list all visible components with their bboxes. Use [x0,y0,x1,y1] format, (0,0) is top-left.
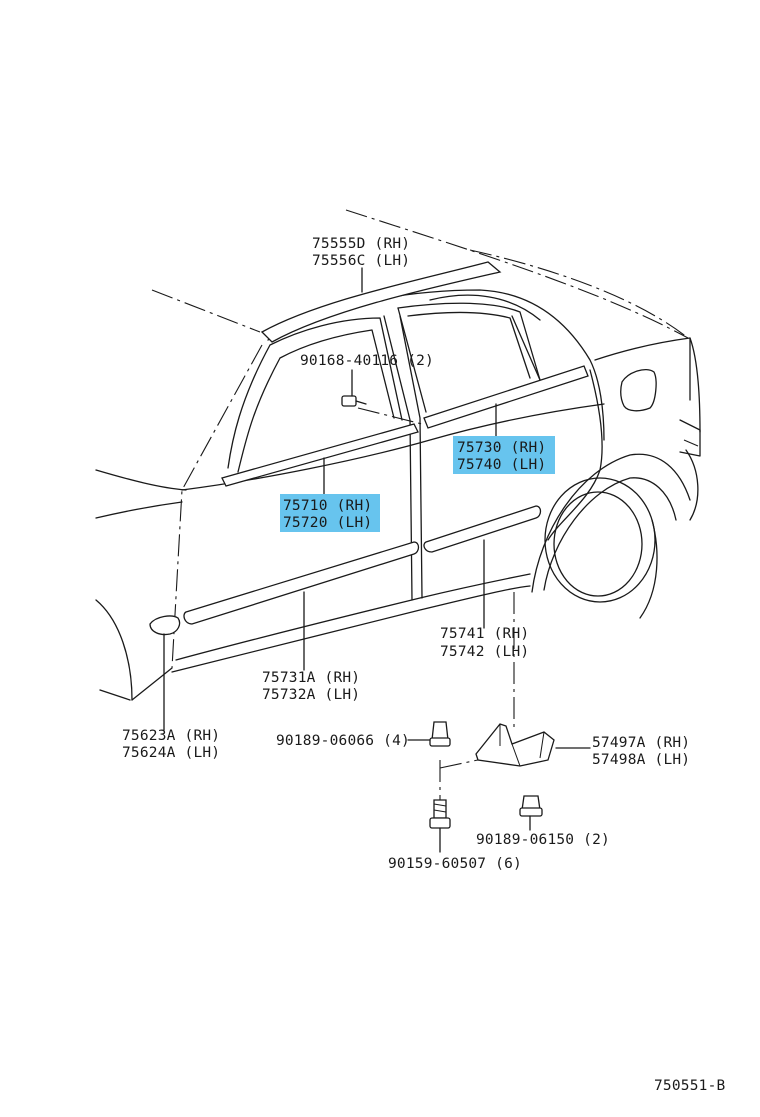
label-clip-a: 90189-06066 (4) [276,733,410,749]
rear-belt-molding-part [423,365,589,429]
clip-b-part [519,795,543,817]
labels: 75555D (RH) 75556C (LH) 90168-40116 (2) … [122,236,726,1094]
label-fender-rh: 75623A (RH) [122,728,220,744]
label-roof-molding-lh: 75556C (LH) [312,253,410,269]
rear-side-molding-part [423,505,542,553]
label-fender-lh: 75624A (LH) [122,745,220,761]
fender-molding-part [149,615,181,636]
label-bracket-lh: 57498A (LH) [592,752,690,768]
front-side-molding-part [183,541,420,625]
label-front-belt-rh: 75710 (RH) [283,498,372,514]
front-belt-molding-part [221,423,419,487]
label-front-side-rh: 75731A (RH) [262,670,360,686]
parts [149,261,589,829]
label-roof-molding-rh: 75555D (RH) [312,236,410,252]
roof-molding-part [260,261,502,343]
label-rear-belt-lh: 75740 (LH) [457,457,546,473]
leader-lines [163,267,591,853]
label-bracket-rh: 57497A (RH) [592,735,690,751]
label-front-side-lh: 75732A (LH) [262,687,360,703]
bolt-part [429,799,451,829]
car-body [95,209,701,828]
label-clip-b: 90189-06150 (2) [476,832,610,848]
label-bolt: 90159-60507 (6) [388,856,522,872]
highlight-front-belt [280,494,380,532]
label-rear-side-lh: 75742 (LH) [440,644,529,660]
highlight-rear-belt [453,436,555,474]
label-rear-belt-rh: 75730 (RH) [457,440,546,456]
bracket-part [475,723,555,767]
label-rear-side-rh: 75741 (RH) [440,626,529,642]
screw-part [341,395,367,407]
label-front-belt-lh: 75720 (LH) [283,515,372,531]
diagram-id: 750551-B [654,1078,726,1094]
label-screw: 90168-40116 (2) [300,353,434,369]
clip-a-part [429,721,451,747]
